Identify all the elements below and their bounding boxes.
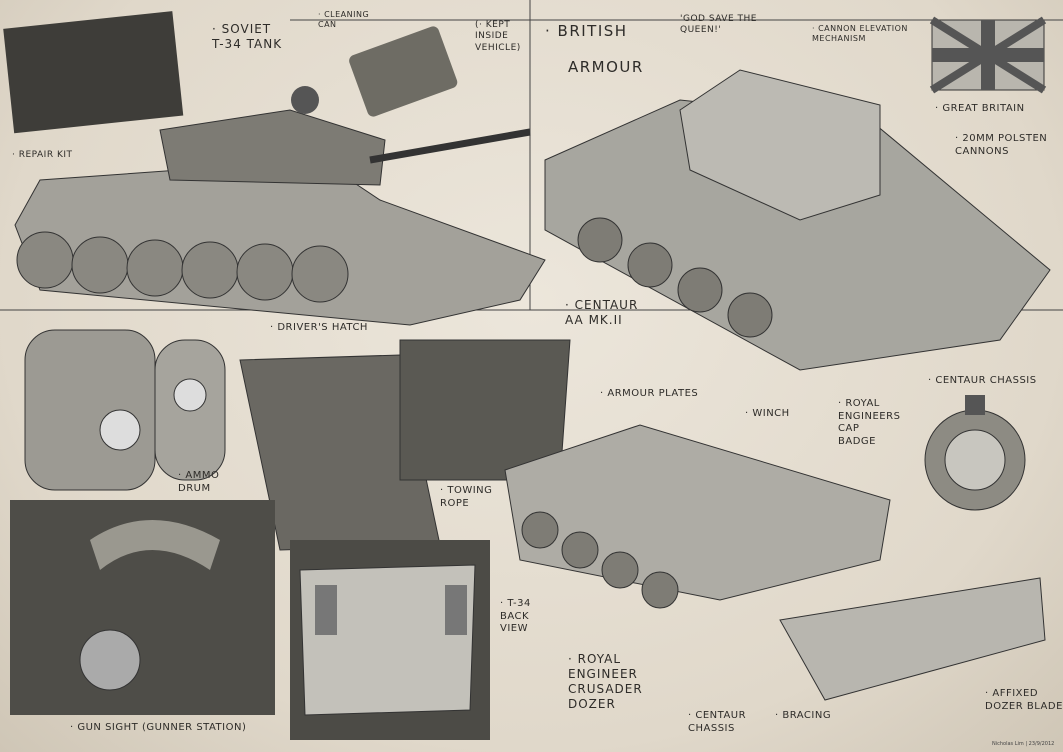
repair-kit-image bbox=[3, 11, 184, 134]
label-cleaning-can: · Cleaning Can bbox=[318, 10, 370, 29]
label-polsten-cannons: · 20mm Polsten cannons bbox=[955, 133, 1048, 157]
label-towing-rope: · Towing Rope bbox=[440, 485, 493, 509]
label-dozer-blade: · Affixed dozer blade bbox=[985, 688, 1063, 712]
label-centaur-chassis-top: · Centaur chassis bbox=[928, 375, 1037, 386]
label-cannon-elevation: · Cannon elevation mechanism bbox=[812, 24, 908, 43]
title-british: · British bbox=[545, 22, 628, 40]
label-kept-inside: (· Kept inside vehicle) bbox=[475, 20, 521, 53]
label-centaur-chassis-bottom: · Centaur Chassis bbox=[688, 710, 747, 734]
label-t34-back-view: · T-34 Back View bbox=[500, 598, 531, 634]
t34-tank-image bbox=[14, 86, 546, 326]
label-winch: · Winch bbox=[745, 408, 790, 419]
label-crusader-dozer: · Royal Engineer Crusader Dozer bbox=[568, 652, 643, 711]
artist-signature: Nicholas Lim | 23/9/2012 bbox=[992, 741, 1055, 747]
centaur-aa-image bbox=[544, 69, 1051, 371]
label-gun-sight: · Gun sight (Gunner station) bbox=[70, 722, 247, 733]
ammo-drum-image bbox=[24, 329, 226, 491]
union-flag-image bbox=[929, 16, 1047, 94]
t34-back-view-image bbox=[290, 540, 490, 740]
cleaning-can-image bbox=[349, 26, 458, 117]
label-repair-kit: · Repair kit bbox=[12, 150, 73, 160]
label-re-cap-badge: · Royal Engineers Cap Badge bbox=[838, 398, 901, 447]
royal-engineers-badge-image bbox=[924, 395, 1026, 511]
label-drivers-hatch: · Driver's hatch bbox=[270, 322, 368, 333]
label-ammo-drum: · Ammo Drum bbox=[178, 470, 220, 494]
label-soviet-t34: · Soviet T-34 Tank bbox=[212, 22, 283, 51]
label-centaur-aa: · Centaur AA Mk.II bbox=[565, 298, 639, 327]
label-armour-plates: · Armour plates bbox=[600, 388, 699, 399]
label-bracing: · Bracing bbox=[775, 710, 832, 721]
crusader-dozer-image bbox=[504, 424, 1046, 701]
label-god-save-queen: 'God save the Queen!' bbox=[680, 14, 757, 36]
title-armour: Armour bbox=[568, 58, 644, 76]
label-great-britain: · Great Britain bbox=[935, 103, 1025, 114]
